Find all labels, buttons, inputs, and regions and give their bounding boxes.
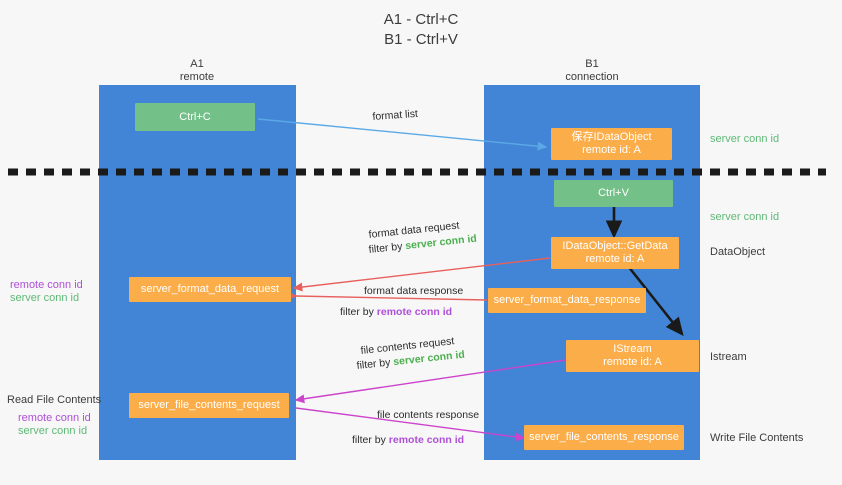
filter-by-prefix: filter by <box>368 240 406 256</box>
edge-label-format-data-response-text: format data response <box>364 285 464 297</box>
lane-b1-sub: connection <box>565 71 619 83</box>
edge-label-file-contents-response-filter: filter by remote conn id <box>352 433 464 447</box>
box-server-file-contents-request[interactable]: server_file_contents_request <box>129 393 289 418</box>
right-label-server-conn-id-top: server conn id <box>710 133 780 145</box>
box-server-format-data-response-label: server_format_data_response <box>493 294 641 306</box>
box-istream-line1: IStream <box>613 343 652 355</box>
filter-by-prefix: filter by <box>340 306 377 318</box>
box-istream-line2: remote id: A <box>603 356 662 368</box>
lane-a1-name: A1 <box>190 58 204 70</box>
box-getdata-line1: IDataObject::GetData <box>562 240 668 252</box>
box-getdata-line2: remote id: A <box>585 253 645 265</box>
right-label-server-conn-id-mid: server conn id <box>710 211 780 223</box>
box-save-idataobject-line2: remote id: A <box>582 144 641 156</box>
edge-label-file-contents-response-text: file contents response <box>377 409 480 421</box>
left-label-remote-conn-id-2: remote conn id <box>18 412 91 424</box>
lane-header-b1: B1 connection <box>542 58 642 84</box>
right-label-write-file-contents: Write File Contents <box>710 432 804 444</box>
left-label-remote-conn-id-1: remote conn id <box>10 279 83 291</box>
edge-label-format-list-text: format list <box>372 107 419 123</box>
box-server-file-contents-request-label: server_file_contents_request <box>138 399 280 411</box>
edge-label-format-data-response-filter: filter by remote conn id <box>340 305 452 319</box>
left-label-read-file-contents: Read File Contents <box>7 394 102 406</box>
left-label-server-conn-id-2: server conn id <box>18 425 88 437</box>
box-ctrl-c-line1: Ctrl+C <box>179 110 211 123</box>
right-label-istream: Istream <box>710 351 747 363</box>
lane-a1-sub: remote <box>179 71 215 83</box>
filter-key-remote-conn-id: remote conn id <box>388 434 465 446</box>
filter-key-remote-conn-id: remote conn id <box>376 306 453 318</box>
box-idataobject-getdata[interactable]: IDataObject::GetData remote id: A <box>551 237 679 269</box>
box-server-format-data-response[interactable]: server_format_data_response <box>488 288 646 313</box>
box-save-idataobject[interactable]: 保存IDataObject remote id: A <box>551 128 672 160</box>
edge-label-format-data-response: format data response <box>364 284 463 298</box>
left-label-server-conn-id-1: server conn id <box>10 292 80 304</box>
page-title: A1 - Ctrl+C B1 - Ctrl+V <box>383 11 459 48</box>
box-server-format-data-request[interactable]: server_format_data_request <box>129 277 291 302</box>
edge-label-format-list: format list <box>372 107 418 124</box>
box-ctrl-c[interactable]: Ctrl+C <box>135 103 255 131</box>
box-server-format-data-request-label: server_format_data_request <box>140 283 280 295</box>
box-server-file-contents-response[interactable]: server_file_contents_response <box>524 425 684 450</box>
lane-b1-name: B1 <box>585 58 599 70</box>
filter-by-prefix: filter by <box>352 434 389 446</box>
filter-by-prefix: filter by <box>356 356 394 372</box>
box-ctrl-v-line1: Ctrl+V <box>598 187 629 199</box>
box-istream[interactable]: IStream remote id: A <box>566 340 699 372</box>
box-server-file-contents-response-label: server_file_contents_response <box>529 431 679 443</box>
box-save-idataobject-line1: 保存IDataObject <box>571 131 652 143</box>
lane-header-a1: A1 remote <box>147 58 247 84</box>
right-label-dataobject: DataObject <box>710 246 766 258</box>
edge-label-file-contents-response: file contents response <box>377 408 479 422</box>
box-ctrl-v[interactable]: Ctrl+V <box>554 180 673 207</box>
